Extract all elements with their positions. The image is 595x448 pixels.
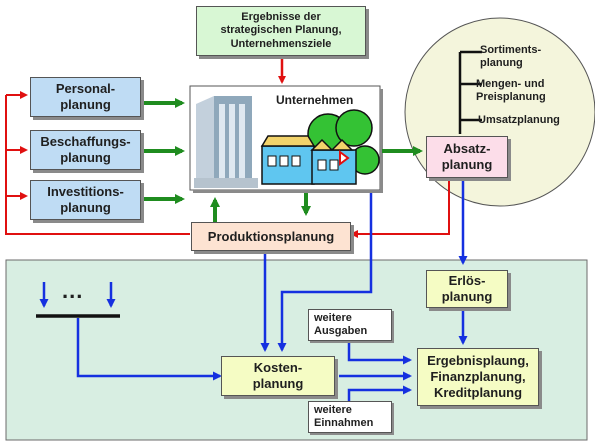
procurement-planning-line-1: Beschaffungs-: [40, 134, 131, 150]
investment-planning-line-2: planung: [60, 200, 111, 215]
production-planning-box: Produktionsplanung: [191, 222, 351, 251]
personnel-planning-box: Personal- planung: [30, 77, 141, 117]
assortment-planning-label: Sortiments- planung: [480, 44, 542, 69]
other-expenses-box: weitere Ausgaben: [308, 309, 392, 341]
investment-planning-box: Investitions- planung: [30, 180, 141, 220]
company-title: Unternehmen: [276, 93, 354, 107]
strategic-planning-line-3: Unternehmensziele: [230, 37, 332, 50]
sales-planning-box: Absatz- planung: [426, 136, 508, 178]
other-income-box: weitere Einnahmen: [308, 401, 392, 433]
sales-planning-line-2: planung: [441, 157, 493, 172]
personnel-planning-line-1: Personal-: [55, 81, 116, 97]
factory-trees-icon: [260, 109, 380, 185]
strategic-planning-line-1: Ergebnisse der: [241, 10, 321, 23]
investment-planning-line-1: Investitions-: [47, 184, 124, 200]
other-expenses-line-2: Ausgaben: [314, 325, 368, 337]
result-planning-line-2: Finanzplanung,: [430, 369, 526, 385]
production-planning-label: Produktionsplanung: [207, 228, 335, 244]
sales-planning-line-1: Absatz-: [443, 141, 491, 157]
green-arrows: [143, 98, 423, 222]
other-income-line-2: Einnahmen: [314, 417, 374, 429]
revenue-planning-line-1: Erlös-: [448, 273, 486, 289]
red-arrows: [5, 58, 450, 238]
result-planning-box: Ergebnisplaung, Finanzplanung, Kreditpla…: [417, 348, 539, 406]
personnel-planning-line-2: planung: [60, 97, 111, 112]
strategic-planning-box: Ergebnisse der strategischen Planung, Un…: [196, 6, 366, 56]
strategic-planning-line-2: strategischen Planung,: [220, 24, 342, 37]
revenue-planning-line-2: planung: [441, 289, 493, 304]
cost-planning-line-2: planung: [252, 376, 304, 391]
office-building-icon: [194, 96, 258, 188]
revenue-planning-box: Erlös- planung: [426, 270, 508, 308]
cost-planning-line-1: Kosten-: [253, 360, 303, 376]
procurement-planning-line-2: planung: [60, 150, 111, 165]
procurement-planning-box: Beschaffungs- planung: [30, 130, 141, 170]
quantity-price-planning-label: Mengen- und Preisplanung: [476, 78, 546, 103]
ellipsis-label: ...: [62, 278, 84, 303]
result-planning-line-3: Kreditplanung: [433, 384, 523, 400]
sales-bracket: [458, 50, 482, 134]
result-planning-line-1: Ergebnisplaung,: [427, 353, 529, 369]
blue-arrows: [39, 178, 468, 404]
cost-planning-box: Kosten- planung: [221, 356, 335, 396]
revenue-sales-planning-label: Umsatzplanung: [478, 114, 560, 126]
other-expenses-line-1: weitere: [314, 311, 352, 324]
other-income-line-1: weitere: [314, 403, 352, 416]
